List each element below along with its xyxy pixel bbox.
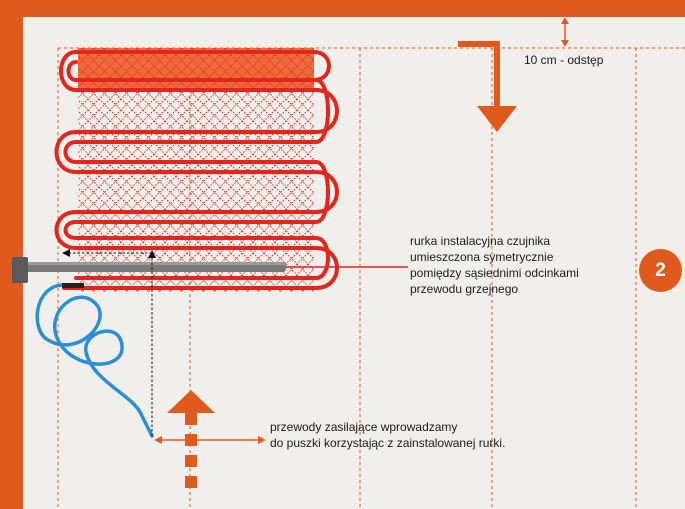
start-point-arrow (167, 390, 215, 488)
sensor-tube-label: rurka instalacyjna czujnika umieszczona … (410, 233, 579, 297)
supply-wires-label-line: do puszki korzystając z zainstalowanej r… (270, 436, 506, 450)
step-number-badge: 2 (639, 249, 682, 292)
heating-cable-top-loop (312, 50, 331, 82)
gap-label: 10 cm - odstęp (524, 53, 604, 67)
supply-wire-connector (62, 283, 84, 288)
start-point-width-marker (154, 436, 266, 444)
supply-wires-label: przewody zasilające wprowadzamy do puszk… (270, 419, 505, 451)
sensor-tube-end-cap (12, 257, 28, 283)
sensor-tube-label-line: umieszczona symetrycznie (410, 250, 554, 264)
frame-left (0, 0, 23, 509)
heating-cable (54, 50, 339, 290)
routing-arrow-head-left (62, 249, 70, 257)
gap-indicator (561, 17, 569, 47)
routing-arrow-head-up (148, 250, 156, 258)
sensor-tube-label-line: pomiędzy sąsiednimi odcinkami (410, 266, 579, 280)
sensor-tube-label-line: rurka instalacyjna czujnika (410, 234, 551, 248)
wire-routing-path (64, 252, 153, 436)
heating-cable-strand-outer (54, 50, 339, 290)
supply-wire (35, 283, 154, 438)
sensor-tube (12, 257, 286, 283)
frame-top (0, 0, 685, 17)
sensor-tube-label-line: przewodu grzejnego (410, 282, 519, 296)
heating-mat-mesh (78, 92, 314, 292)
supply-wires-label-line: przewody zasilające wprowadzamy (270, 420, 458, 434)
laying-direction-arrow (458, 41, 517, 132)
